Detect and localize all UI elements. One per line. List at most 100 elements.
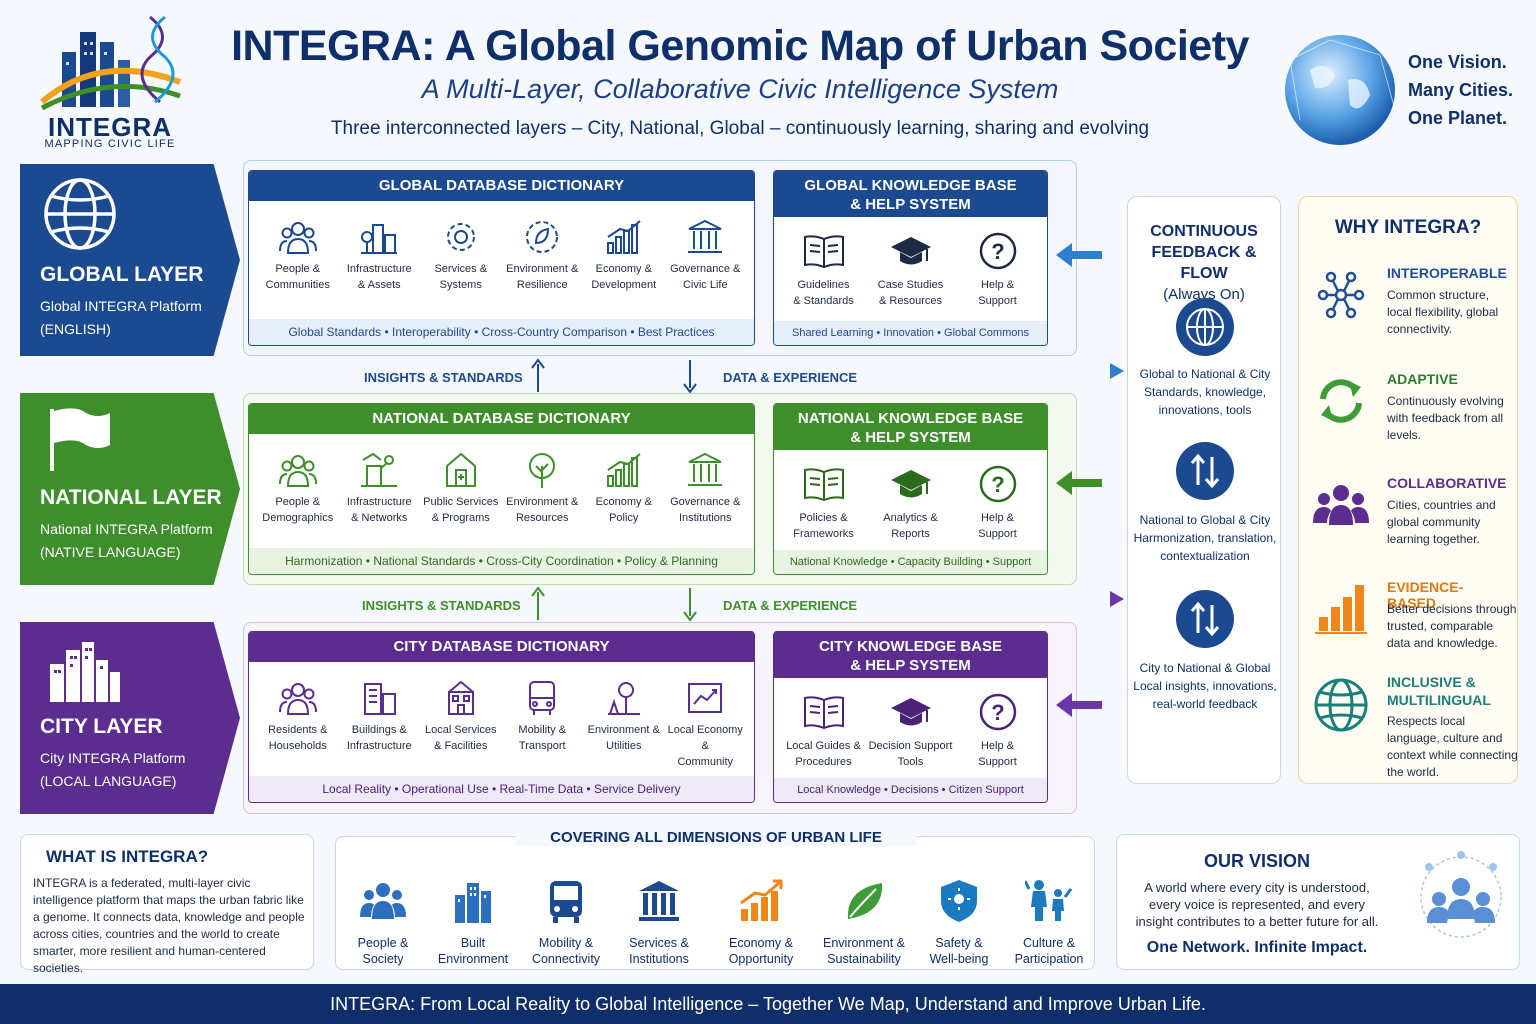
layer-name: GLOBAL LAYER xyxy=(40,263,204,286)
kb-item-label: Guidelines xyxy=(797,279,850,291)
dict-item[interactable]: Governance & Institutions xyxy=(665,450,745,526)
dict-item[interactable]: Residents & Households xyxy=(258,678,338,770)
dict-item[interactable]: Local Services& Facilities xyxy=(421,678,501,770)
growth-chart-icon xyxy=(740,879,783,921)
dict-item[interactable]: Economy &Development xyxy=(584,217,664,293)
dict-item-label: Policy xyxy=(609,512,639,524)
dict-item[interactable]: Environment &Utilities xyxy=(584,678,664,770)
arrow-down-icon xyxy=(683,588,697,622)
refresh-icon xyxy=(1320,379,1362,423)
feedback-item-line: Local insights, innovations, xyxy=(1133,679,1277,693)
kb-item[interactable]: ?Help &Support xyxy=(954,692,1041,770)
insights-standards-label: INSIGHTS & STANDARDS xyxy=(364,370,523,385)
globe-icon xyxy=(1314,678,1368,732)
dict-item[interactable]: Economy &Policy xyxy=(584,450,664,526)
kb-title: CITY KNOWLEDGE BASE & HELP SYSTEM xyxy=(774,632,1047,678)
kb-item-label: & Standards xyxy=(793,295,854,307)
kb-item-label: Frameworks xyxy=(793,528,854,540)
our-vision-box: OUR VISION A world where every city is u… xyxy=(1116,834,1520,970)
dimension-item[interactable]: Environment &Sustainability xyxy=(814,877,914,967)
dimension-label: People & xyxy=(357,936,409,950)
feedback-item-line: Standards, knowledge, xyxy=(1143,385,1267,399)
page-title: INTEGRA: A Global Genomic Map of Urban S… xyxy=(231,22,1249,70)
global-database-dictionary: GLOBAL DATABASE DICTIONARY People &Commu… xyxy=(248,170,755,346)
motto-line: Many Cities. xyxy=(1408,80,1514,100)
local-economy-icon xyxy=(688,683,723,713)
utilities-icon xyxy=(607,682,640,715)
dict-item[interactable]: Buildings &Infrastructure xyxy=(339,678,419,770)
dimension-item[interactable]: Culture &Participation xyxy=(1004,877,1094,967)
vision-slogan: One Network. Infinite Impact. xyxy=(1146,939,1368,956)
feedback-title: FEEDBACK & FLOW xyxy=(1151,244,1257,282)
kb-item-label: Reports xyxy=(891,528,930,540)
bus-icon xyxy=(550,881,582,923)
dimension-item[interactable]: Mobility &Connectivity xyxy=(521,877,611,967)
dict-item-label: Infrastructure xyxy=(346,496,412,508)
dict-item-label: Systems xyxy=(439,279,482,291)
national-layer-tag: NATIONAL LAYER National INTEGRA Platform… xyxy=(20,393,240,585)
dict-item-label: Services & xyxy=(434,263,488,275)
logo-subtitle: MAPPING CIVIC LIFE xyxy=(44,138,176,150)
dict-item-label: Institutions xyxy=(678,512,732,524)
dict-item[interactable]: People &Communities xyxy=(258,217,338,293)
dict-item-label: Residents & xyxy=(268,724,328,736)
dict-item-label: Resilience xyxy=(516,279,568,291)
layer-name: NATIONAL LAYER xyxy=(40,486,222,509)
layer-language: (LOCAL LANGUAGE) xyxy=(40,773,177,789)
dict-item-label: Buildings & xyxy=(351,724,407,736)
national-knowledge-base: NATIONAL KNOWLEDGE BASE & HELP SYSTEM Po… xyxy=(773,403,1048,575)
kb-footer: National Knowledge • Capacity Building •… xyxy=(774,550,1047,574)
graduation-cap-icon xyxy=(890,698,931,726)
dict-items: People &Communities Infrastructure& Asse… xyxy=(249,201,754,293)
kb-item[interactable]: ?Help &Support xyxy=(954,231,1041,309)
kb-title-line: GLOBAL KNOWLEDGE BASE xyxy=(804,177,1017,194)
dict-item-label: & Facilities xyxy=(434,740,488,752)
tree-icon xyxy=(529,453,556,488)
dict-item[interactable]: Environment &Resources xyxy=(502,450,582,526)
why-item-desc: Better decisions through trusted, compar… xyxy=(1387,602,1517,650)
layer-name: CITY LAYER xyxy=(40,715,163,738)
kb-item[interactable]: Analytics & Reports xyxy=(867,464,954,542)
footer-banner: INTEGRA: From Local Reality to Global In… xyxy=(0,984,1536,1024)
kb-item[interactable]: Case Studies & Resources xyxy=(867,231,954,309)
kb-title: NATIONAL KNOWLEDGE BASE & HELP SYSTEM xyxy=(774,404,1047,450)
kb-item-label: Help & xyxy=(980,740,1015,752)
dict-item[interactable]: Local Economy &Community xyxy=(665,678,745,770)
people-icon xyxy=(360,883,406,919)
dict-items: Residents & Households Buildings &Infrast… xyxy=(249,662,754,770)
dict-item[interactable]: Infrastructure& Assets xyxy=(339,217,419,293)
kb-item-label: Analytics & xyxy=(883,512,938,524)
dict-item[interactable]: Services & Systems xyxy=(421,217,501,293)
dict-item[interactable]: People &Demographics xyxy=(258,450,338,526)
swap-vertical-icon xyxy=(1176,442,1234,500)
dict-item-label: Infrastructure xyxy=(346,263,412,275)
dimension-item[interactable]: Services &Institutions xyxy=(614,877,704,967)
dict-item[interactable]: Public Services& Programs xyxy=(421,450,501,526)
dict-item[interactable]: Infrastructure& Networks xyxy=(339,450,419,526)
book-icon xyxy=(803,235,844,269)
kb-item-label: & Resources xyxy=(879,295,942,307)
dict-item[interactable]: Environment &Resilience xyxy=(502,217,582,293)
infrastructure-icon xyxy=(361,224,398,254)
dict-item-label: Governance & xyxy=(670,496,741,508)
dict-item-label: Households xyxy=(268,740,327,752)
dimension-item[interactable]: Economy &Opportunity xyxy=(716,877,806,967)
page-tagline: Three interconnected layers – City, Nati… xyxy=(330,118,1150,139)
dict-item[interactable]: Governance &Civic Life xyxy=(665,217,745,293)
dict-item-label: Mobility & xyxy=(518,724,567,736)
dimension-item[interactable]: Safety &Well-being xyxy=(914,877,1004,967)
kb-item[interactable]: Guidelines & Standards xyxy=(780,231,867,309)
dimension-item[interactable]: People &Society xyxy=(338,877,428,967)
dict-item[interactable]: Mobility &Transport xyxy=(502,678,582,770)
kb-item[interactable]: Policies &Frameworks xyxy=(780,464,867,542)
layer-language: (NATIVE LANGUAGE) xyxy=(40,544,181,560)
kb-item-label: Case Studies xyxy=(877,279,944,291)
kb-title-line: & HELP SYSTEM xyxy=(850,657,971,674)
kb-item[interactable]: ?Help &Support xyxy=(954,464,1041,542)
kb-item[interactable]: Local Guides &Procedures xyxy=(780,692,867,770)
dimensions-title: COVERING ALL DIMENSIONS OF URBAN LIFE xyxy=(516,829,916,846)
kb-footer: Shared Learning • Innovation • Global Co… xyxy=(774,321,1047,345)
why-item-desc: Respects local language, culture and con… xyxy=(1387,714,1518,779)
